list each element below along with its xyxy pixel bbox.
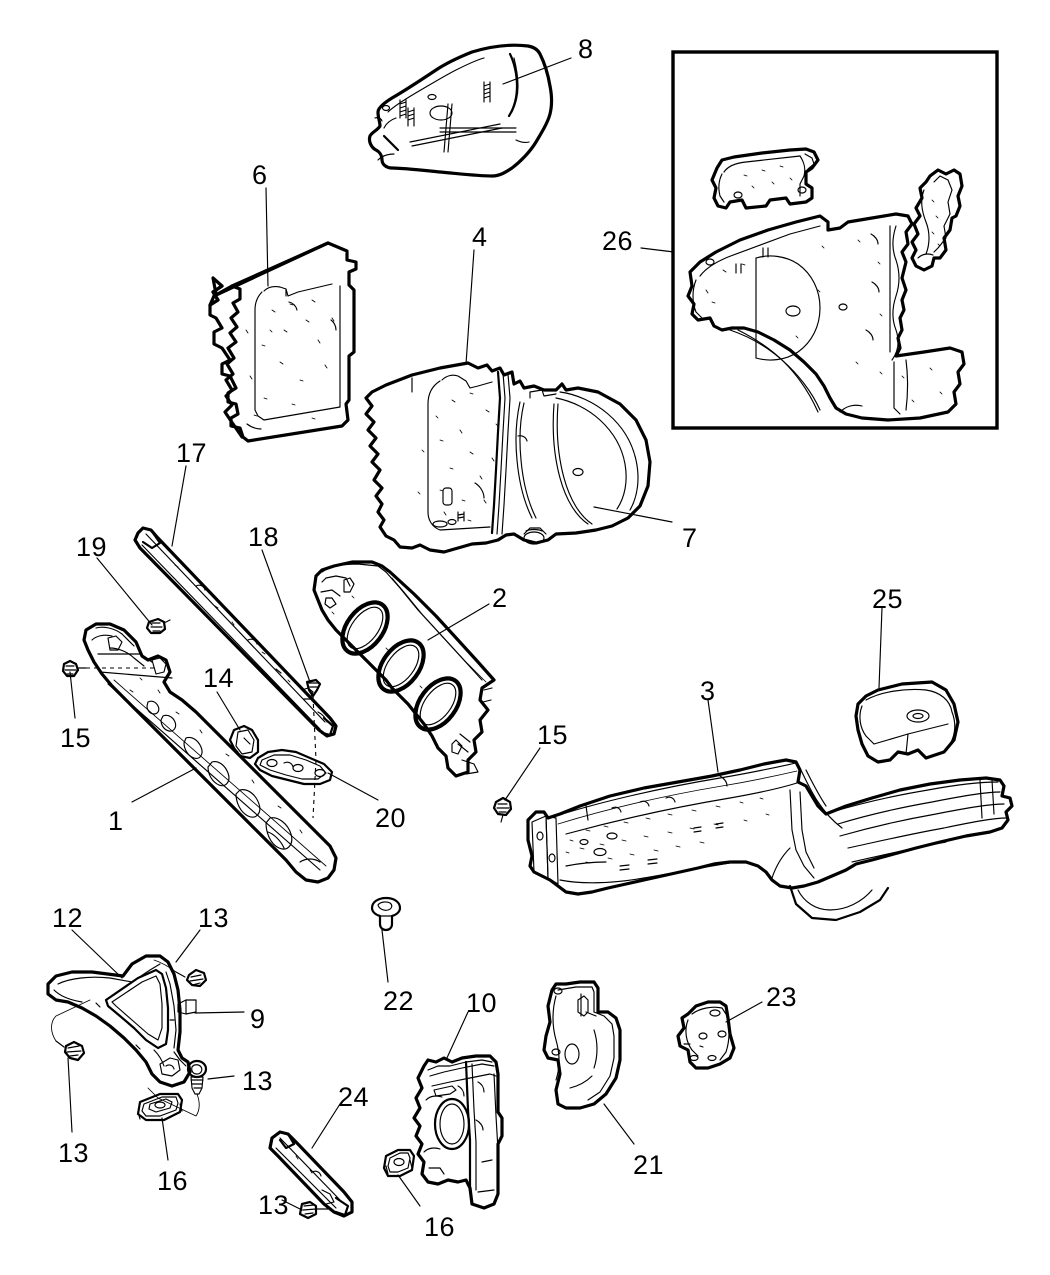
part-21-splash-shield	[542, 980, 622, 1110]
part-16-nut-plate-right	[382, 1148, 416, 1178]
callout-13-c: 13	[58, 1138, 90, 1168]
callout-25: 25	[872, 584, 904, 614]
part-13-screws	[51, 959, 208, 1117]
callout-13-d: 13	[258, 1190, 290, 1220]
part-19-clip-nut	[145, 617, 171, 635]
screw-upper-right	[153, 959, 208, 988]
callout-18: 18	[248, 522, 280, 552]
part-6-dash-panel	[208, 241, 358, 443]
callout-13-a: 13	[198, 903, 230, 933]
callout-23: 23	[766, 982, 798, 1012]
callout-12: 12	[52, 903, 84, 933]
part-8-hood-inner-panel	[367, 43, 554, 178]
callout-10: 10	[466, 988, 498, 1018]
part-23-gusset-bracket	[676, 1000, 736, 1070]
part-13-screw-sill	[298, 1200, 329, 1220]
part-10-hinge-pillar-bracket	[412, 1054, 504, 1210]
callout-13-b: 13	[242, 1066, 274, 1096]
inset-panel-26	[671, 50, 999, 430]
inset-right-pillar	[910, 168, 964, 272]
callout-15-right: 15	[537, 720, 569, 750]
callout-7: 7	[682, 523, 698, 553]
part-25-cushion-cover	[854, 680, 960, 764]
part-1-lower-crossmember	[82, 622, 338, 884]
part-2-radiator-closure-panel	[312, 560, 496, 778]
callout-19: 19	[76, 532, 108, 562]
part-3-front-frame-rail	[526, 758, 1014, 922]
screw-left	[51, 999, 91, 1062]
part-12-battery-tray-support	[46, 954, 197, 1088]
screw-lower-right	[147, 1059, 208, 1117]
callout-24: 24	[338, 1082, 370, 1112]
callout-1: 1	[108, 806, 124, 836]
part-4-7-wheelhouse-assembly	[364, 361, 652, 554]
callout-9: 9	[250, 1004, 266, 1034]
callout-22: 22	[383, 986, 415, 1016]
callout-4: 4	[472, 222, 488, 252]
part-24-sill-reinforcement	[268, 1130, 354, 1220]
part-20-support-bracket	[253, 748, 334, 786]
part-15-screw-right	[492, 796, 513, 823]
callout-17: 17	[176, 438, 208, 468]
part-17-upper-rail-reinforcement	[133, 526, 338, 738]
callout-6: 6	[252, 160, 268, 190]
inset-main-apron	[686, 212, 966, 422]
callout-2: 2	[492, 583, 508, 613]
callout-15-left: 15	[60, 723, 92, 753]
callout-21: 21	[633, 1150, 665, 1180]
callout-16-a: 16	[157, 1166, 189, 1196]
part-9-stud	[177, 999, 197, 1015]
callout-3: 3	[700, 676, 716, 706]
callout-20: 20	[375, 803, 407, 833]
callout-26: 26	[602, 226, 634, 256]
part-14-bracket	[228, 724, 260, 760]
callout-16-b: 16	[424, 1212, 456, 1242]
part-22-plug-grommet	[370, 896, 402, 932]
part-16-nut-plate-left	[136, 1092, 184, 1122]
callout-14: 14	[203, 663, 235, 693]
callout-8: 8	[578, 34, 594, 64]
leader-lines	[67, 57, 883, 1211]
inset-upper-bracket	[710, 147, 820, 210]
part-18-retainer-clip	[305, 678, 322, 819]
